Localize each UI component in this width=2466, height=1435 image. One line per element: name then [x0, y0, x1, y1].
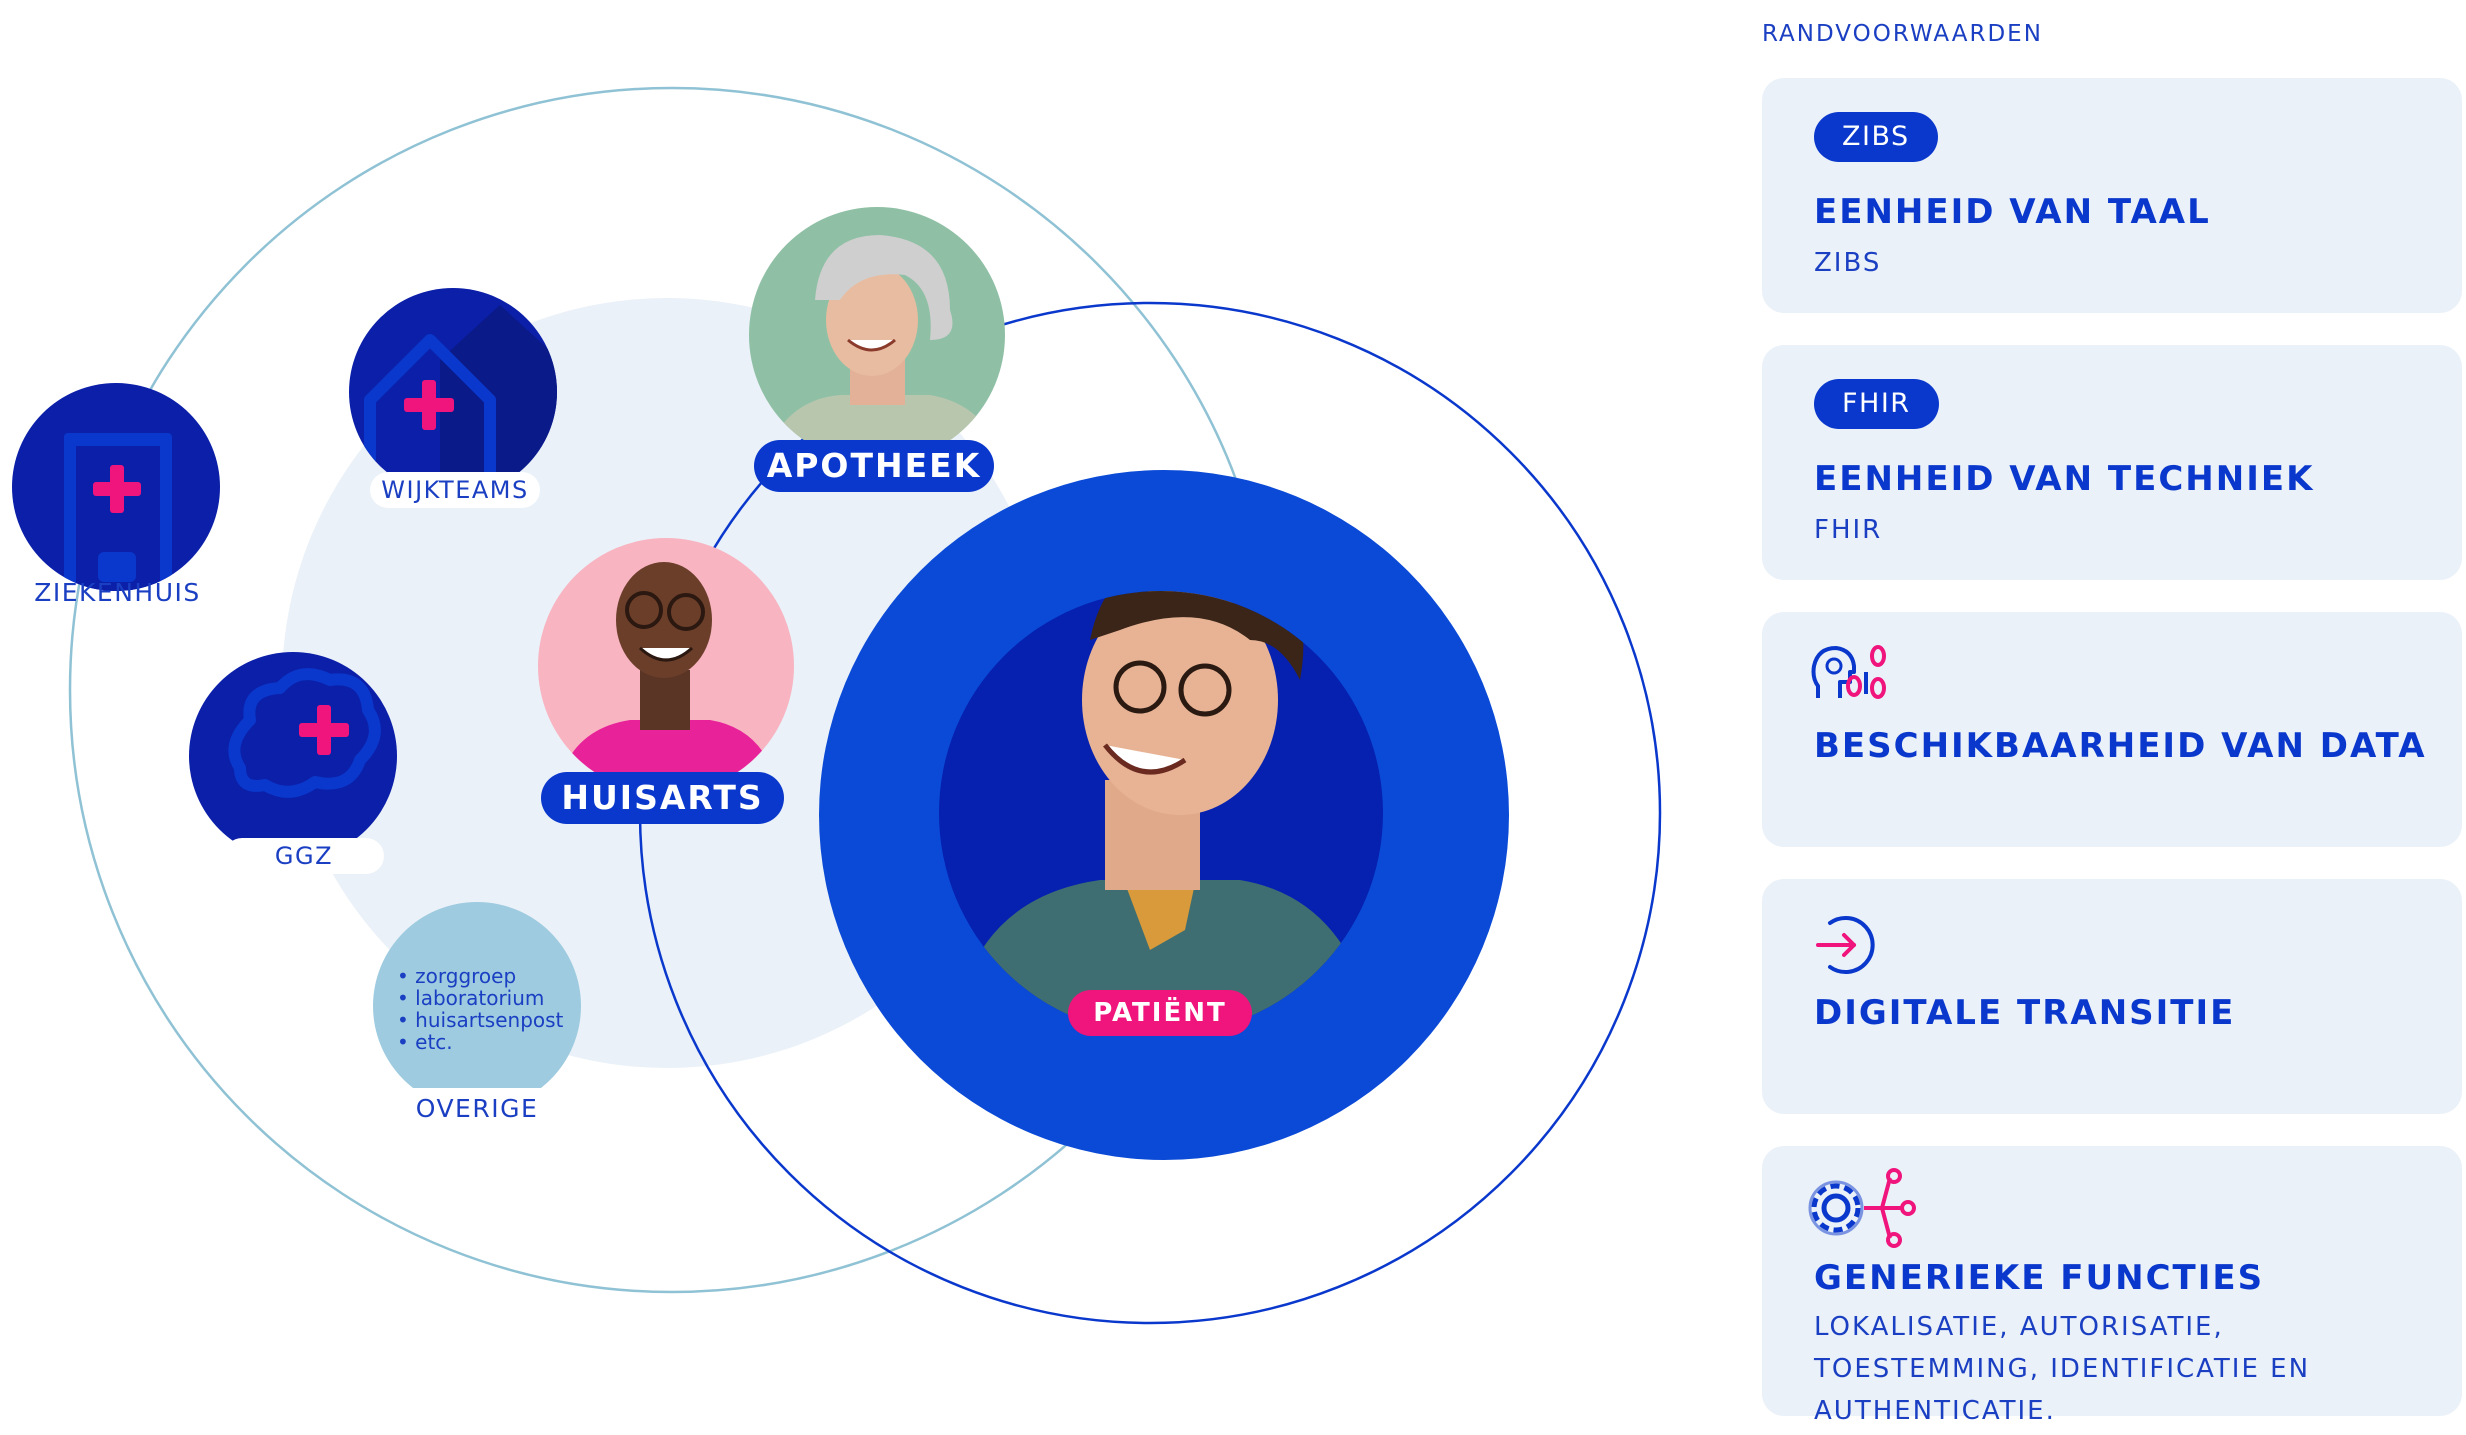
hospital-door-cross-icon — [64, 433, 172, 591]
ggz-label: GGZ — [224, 838, 384, 874]
overige-label: OVERIGE — [415, 1094, 539, 1123]
card-title: GENERIEKE FUNCTIES — [1814, 1258, 2265, 1298]
card-beschikbaarheid-van-data: BESCHIKBAARHEID VAN DATA — [1762, 612, 2462, 847]
huisarts-pill: HUISARTS — [541, 772, 784, 824]
card-subtitle: ZIBS — [1814, 248, 1882, 278]
care-network-diagram: ZIEKENHUIS WIJKTEAMS GGZ zorggroep labor… — [0, 0, 1720, 1430]
overige-item: etc. — [397, 1031, 563, 1053]
diagram-canvas — [12, 86, 1662, 1325]
card-eenheid-van-taal: ZIBS EENHEID VAN TAAL ZIBS — [1762, 78, 2462, 313]
panel-heading: RANDVOORWAARDEN — [1762, 21, 2043, 47]
gear-network-icon — [1808, 1168, 1916, 1248]
card-title: EENHEID VAN TECHNIEK — [1814, 459, 2315, 499]
patient-pill: PATIËNT — [1068, 990, 1252, 1036]
apotheek-pill: APOTHEEK — [754, 440, 994, 492]
zibs-badge: ZIBS — [1814, 112, 1938, 162]
randvoorwaarden-panel: RANDVOORWAARDEN ZIBS EENHEID VAN TAAL ZI… — [1762, 0, 2466, 1430]
overige-item: zorggroep — [397, 965, 563, 987]
overige-item: laboratorium — [397, 987, 563, 1009]
overige-list: zorggroep laboratorium huisartsenpost et… — [397, 965, 563, 1053]
head-binary-data-icon — [1811, 645, 1886, 699]
arrow-into-circle-icon — [1816, 916, 1875, 974]
wijkteams-label: WIJKTEAMS — [370, 472, 540, 508]
fhir-badge: FHIR — [1814, 379, 1939, 429]
card-subtitle: FHIR — [1814, 515, 1883, 545]
card-title: BESCHIKBAARHEID VAN DATA — [1814, 726, 2427, 766]
card-subtitle: LOKALISATIE, AUTORISATIE, TOESTEMMING, I… — [1814, 1312, 2311, 1426]
card-digitale-transitie: DIGITALE TRANSITIE — [1762, 879, 2462, 1114]
card-title: EENHEID VAN TAAL — [1814, 192, 2211, 232]
speech-bubble-cross-icon — [228, 668, 381, 798]
card-generieke-functies: GENERIEKE FUNCTIES LOKALISATIE, AUTORISA… — [1762, 1146, 2462, 1426]
ziekenhuis-label: ZIEKENHUIS — [34, 578, 201, 607]
card-title: DIGITALE TRANSITIE — [1814, 993, 2236, 1033]
card-eenheid-van-techniek: FHIR EENHEID VAN TECHNIEK FHIR — [1762, 345, 2462, 580]
overige-item: huisartsenpost — [397, 1009, 563, 1031]
